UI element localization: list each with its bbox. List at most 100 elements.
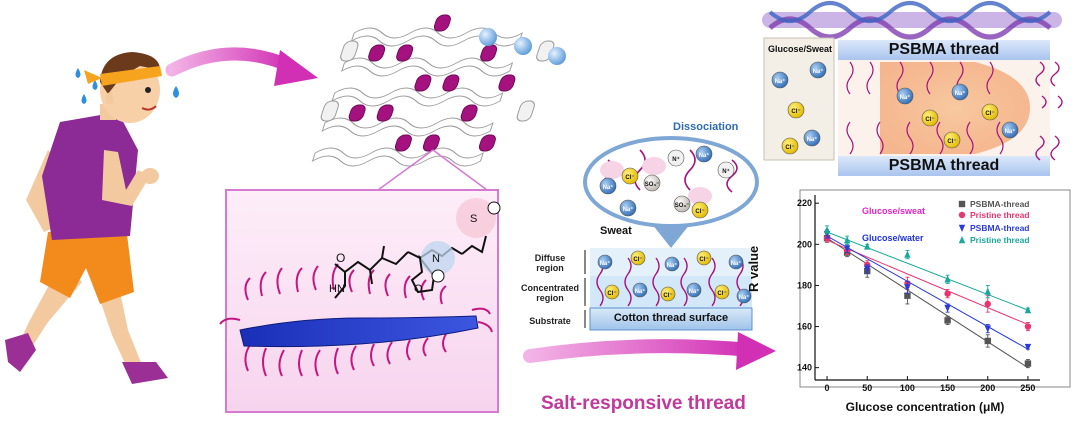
woven-fabric: [311, 14, 555, 167]
runner-illustration: [5, 52, 179, 384]
psbma-thread-label-top: PSBMA thread: [888, 41, 1000, 58]
data-point: [843, 236, 851, 244]
ion-cl-icon: [696, 250, 712, 266]
substrate-label: Substrate: [529, 316, 571, 326]
chem-s-letter: S: [470, 213, 477, 225]
charge-plus-icon: [431, 269, 445, 283]
data-point: [944, 304, 951, 313]
ion-label: Na⁺: [600, 260, 611, 267]
brush-bristles: [219, 263, 493, 377]
y-tick-label: 160: [797, 322, 812, 332]
ion-label: Cl⁻: [717, 291, 726, 297]
runner-ear: [105, 92, 114, 104]
ion-na-icon: [619, 199, 637, 217]
runner-fist: [141, 168, 159, 184]
runner-headband-tail: [84, 70, 102, 84]
data-point: [1024, 343, 1032, 352]
ion-label: SO₃⁻: [645, 182, 660, 188]
data-point: [1024, 323, 1032, 330]
ion-label: Cl⁻: [985, 111, 994, 117]
legend-group-glucose-sweat: Glucose/sweat: [862, 206, 926, 216]
data-point: [944, 275, 951, 283]
y-tick-label: 220: [797, 198, 812, 208]
x-tick-label: 200: [980, 383, 995, 393]
ammonium-highlight: [421, 241, 455, 275]
charge-minus-icon: [487, 201, 501, 215]
ion-layer: Na⁺Cl⁻SO₃⁻N⁺Na⁺SO₃⁻Na⁺Cl⁻N⁺Na⁺Cl⁻Na⁺Cl⁻N…: [597, 61, 1019, 304]
ion-cl-icon: [921, 109, 939, 127]
data-point: [864, 265, 871, 273]
ion-na-icon: [1001, 121, 1019, 139]
ion-label: Cl⁻: [695, 209, 704, 215]
data-point: [984, 325, 991, 333]
psbma-thread-label-bottom: PSBMA thread: [888, 157, 1000, 174]
runner-shorts: [40, 226, 134, 304]
runner-eye: [145, 87, 151, 93]
twisted-rope: [762, 1, 1062, 40]
ion-na-icon: [896, 87, 914, 105]
glucose-ball: [514, 37, 532, 55]
ion-na-icon: [803, 129, 821, 147]
ion-label: Na⁺: [955, 90, 966, 97]
fit-line: [826, 235, 1029, 350]
ion-na-icon: [632, 282, 648, 298]
data-point: [958, 224, 966, 232]
ion-label: N⁺: [722, 168, 730, 175]
cotton-surface: [589, 307, 753, 331]
ion-cl-icon: [691, 201, 709, 219]
legend-entry-label: Pristine thread: [970, 235, 1030, 245]
chem-o-ring: O: [414, 283, 423, 295]
fit-line: [826, 231, 1029, 311]
channel-chains: [846, 61, 1004, 155]
ion-label: N⁺: [672, 156, 680, 163]
sweat-drop: [81, 94, 87, 104]
runner-shirt: [42, 112, 138, 240]
ion-n-icon: [717, 161, 735, 179]
ion-na-icon: [664, 256, 680, 272]
concentration-front: [880, 62, 1030, 154]
data-point: [843, 245, 851, 253]
data-point: [984, 337, 991, 345]
ion-cl-icon: [981, 103, 999, 121]
ion-na-icon: [597, 254, 613, 270]
y-tick-label: 140: [797, 363, 812, 373]
ion-label: Na⁺: [807, 136, 818, 143]
outside-coils: [1035, 61, 1063, 161]
fit-line: [826, 237, 1029, 369]
sweat-label: Sweat: [600, 225, 632, 237]
bubble-pointer: [652, 224, 690, 248]
concentrated-region-label: Concentrated region: [520, 283, 579, 303]
fit-line: [826, 239, 1029, 325]
data-point: [1024, 306, 1032, 314]
runner-mouth: [141, 105, 157, 111]
chem-n-letter: N: [432, 253, 440, 265]
ion-na-icon: [951, 83, 969, 101]
diffuse-region-label: Diffuse region: [534, 253, 566, 273]
y-tick-label: 180: [797, 280, 812, 290]
data-point: [904, 292, 911, 299]
glucose-ball: [548, 47, 566, 65]
ion-label: Na⁺: [603, 184, 614, 191]
data-point: [958, 211, 966, 219]
sweat-drop: [173, 86, 179, 98]
ion-label: Cl⁻: [785, 145, 794, 151]
runner-front-leg: [95, 282, 142, 370]
ion-cl-icon: [660, 286, 676, 302]
ion-label: Na⁺: [900, 94, 911, 101]
x-tick-label: 50: [862, 383, 872, 393]
legend-entry-label: PSBMA-thread: [970, 223, 1030, 233]
thread-diagram: [762, 1, 1063, 176]
y-tick-label: 200: [797, 239, 812, 249]
chart-y-axis-label: R value: [746, 245, 761, 292]
runner-headband: [100, 66, 162, 86]
sweat-drop: [75, 68, 81, 78]
data-point: [984, 300, 991, 308]
ion-cl-icon: [787, 101, 805, 119]
ion-na-icon: [736, 288, 752, 304]
arrow-to-chart: [523, 332, 776, 370]
glucose-sweat-label: Glucose/Sweat: [768, 44, 833, 54]
data-point: [944, 317, 951, 324]
